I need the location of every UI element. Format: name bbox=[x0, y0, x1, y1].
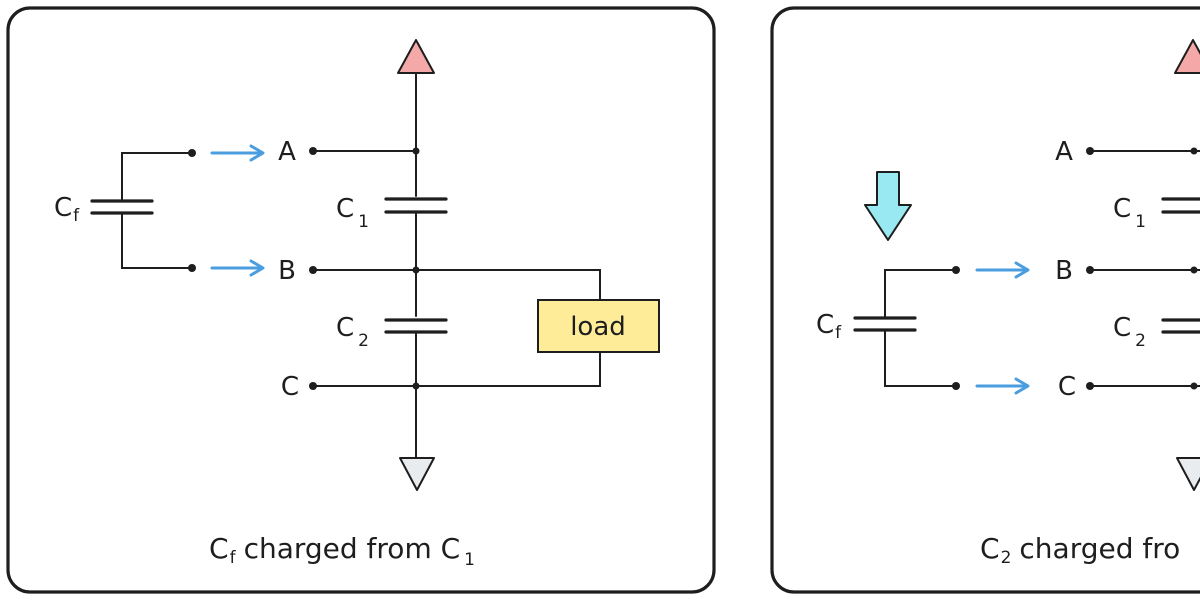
node-a-terminal bbox=[309, 147, 317, 155]
load-box bbox=[537, 299, 660, 353]
cf-wires bbox=[884, 269, 957, 387]
c2-capacitor bbox=[384, 318, 448, 334]
panel-right-frame bbox=[770, 6, 1200, 594]
junction-dot bbox=[412, 147, 420, 155]
cf-capacitor bbox=[90, 199, 154, 215]
junction-dot bbox=[1190, 382, 1198, 390]
cf-wires bbox=[121, 152, 193, 269]
cf-label: Cf bbox=[816, 310, 842, 343]
supply-triangle-icon bbox=[1174, 39, 1200, 74]
cf-capacitor bbox=[853, 316, 917, 332]
cf-terminal-top bbox=[188, 149, 196, 157]
arrow-right-icon bbox=[975, 377, 1030, 395]
node-c-wire bbox=[312, 351, 601, 387]
junction-dot bbox=[1190, 147, 1198, 155]
junction-dot bbox=[1190, 266, 1198, 274]
node-c-terminal bbox=[309, 382, 317, 390]
node-c-terminal bbox=[1086, 382, 1094, 390]
cf-label: Cf bbox=[54, 193, 80, 226]
cf-terminal-bottom bbox=[188, 264, 196, 272]
arrow-right-icon bbox=[975, 261, 1030, 279]
node-b-label: B bbox=[278, 256, 296, 286]
node-a-label: A bbox=[1055, 137, 1073, 167]
node-b-wire bbox=[312, 269, 601, 301]
c1-capacitor bbox=[1161, 197, 1200, 214]
node-a-label: A bbox=[278, 137, 296, 167]
c2-capacitor bbox=[1161, 318, 1200, 334]
node-b-label: B bbox=[1055, 256, 1073, 286]
c1-capacitor bbox=[384, 197, 448, 214]
node-b-terminal bbox=[1086, 266, 1094, 274]
cf-terminal-bottom bbox=[952, 382, 960, 390]
junction-dot bbox=[412, 266, 420, 274]
arrow-right-icon bbox=[210, 144, 265, 162]
node-c-label: C bbox=[281, 372, 299, 402]
node-a-terminal bbox=[1086, 147, 1094, 155]
cf-terminal-top bbox=[952, 266, 960, 274]
ground-triangle-icon bbox=[1176, 457, 1200, 491]
move-down-arrow-icon bbox=[864, 171, 912, 241]
arrow-right-icon bbox=[210, 259, 265, 277]
node-c-label: C bbox=[1058, 372, 1076, 402]
junction-dot bbox=[412, 382, 420, 390]
load-label: load bbox=[570, 312, 626, 342]
node-b-terminal bbox=[309, 266, 317, 274]
